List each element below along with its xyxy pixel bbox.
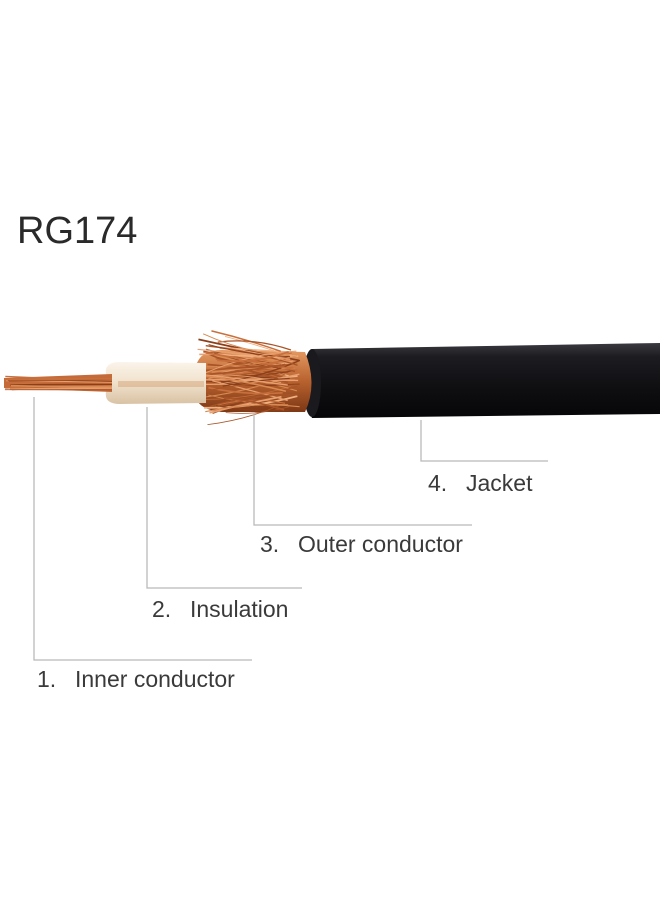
leader-line-inner-conductor (33, 397, 252, 661)
braid-strand (217, 350, 290, 363)
inner-conductor-strands (4, 374, 113, 392)
braid-strand (223, 397, 285, 411)
braid-strand (215, 404, 289, 412)
outer-conductor-braid (195, 330, 312, 426)
label-number: 2. (152, 596, 171, 622)
braid-strand (196, 355, 298, 368)
label-name: Insulation (190, 596, 288, 622)
leader-lines (33, 397, 548, 661)
braid-strand (203, 364, 282, 376)
leader-line-outer-conductor (253, 413, 472, 526)
braid-strand (199, 386, 291, 400)
label-number: 3. (260, 531, 279, 557)
braid-strand (209, 395, 282, 414)
label-jacket: 4. Jacket (428, 470, 533, 496)
label-inner-conductor: 1. Inner conductor (37, 666, 235, 692)
leader-line-insulation (146, 407, 302, 589)
label-number: 4. (428, 470, 447, 496)
braid-strand (199, 373, 288, 386)
label-name: Jacket (466, 470, 533, 496)
braid-strand (212, 380, 288, 402)
braid-strand (217, 340, 292, 351)
jacket-shape (303, 343, 660, 418)
braid-strand (209, 394, 298, 407)
label-name: Outer conductor (298, 531, 463, 557)
insulation-shape (105, 362, 206, 404)
diagram-title: RG174 (17, 210, 137, 252)
braid-strand (205, 404, 300, 413)
leader-line-jacket (420, 420, 548, 462)
label-number: 1. (37, 666, 56, 692)
braid-strand (217, 385, 298, 408)
label-name: Inner conductor (75, 666, 235, 692)
braid-strand (208, 344, 291, 358)
label-outer-conductor: 3. Outer conductor (260, 531, 463, 557)
braid-strand (225, 406, 290, 414)
braid-strand (206, 383, 289, 392)
inner-strand (10, 383, 113, 386)
inner-strand (10, 384, 113, 388)
braid-strand (211, 330, 282, 353)
label-insulation: 2. Insulation (152, 596, 288, 622)
inner-strand (4, 378, 113, 381)
braid-strand (215, 399, 286, 407)
inner-strand (9, 387, 113, 390)
